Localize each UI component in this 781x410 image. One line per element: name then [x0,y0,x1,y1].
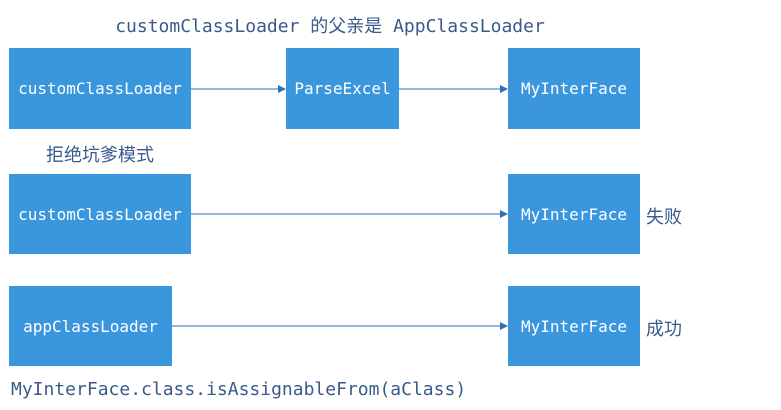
row1-custom-classloader-box: customClassLoader [9,48,191,129]
note-label: 拒绝坑爹模式 [46,145,154,166]
row3-myinterface-box: MyInterFace [508,286,640,366]
row2-custom-classloader-box: customClassLoader [9,174,191,254]
footer-code: MyInterFace.class.isAssignableFrom(aClas… [11,379,467,400]
row1-myinterface-box: MyInterFace [508,48,640,129]
row1-parseexcel-box: ParseExcel [286,48,399,129]
diagram-title: customClassLoader 的父亲是 AppClassLoader [115,16,545,37]
row2-result-label: 失败 [646,207,682,228]
row3-result-label: 成功 [646,319,682,340]
row2-myinterface-box: MyInterFace [508,174,640,254]
row3-app-classloader-box: appClassLoader [9,286,172,366]
